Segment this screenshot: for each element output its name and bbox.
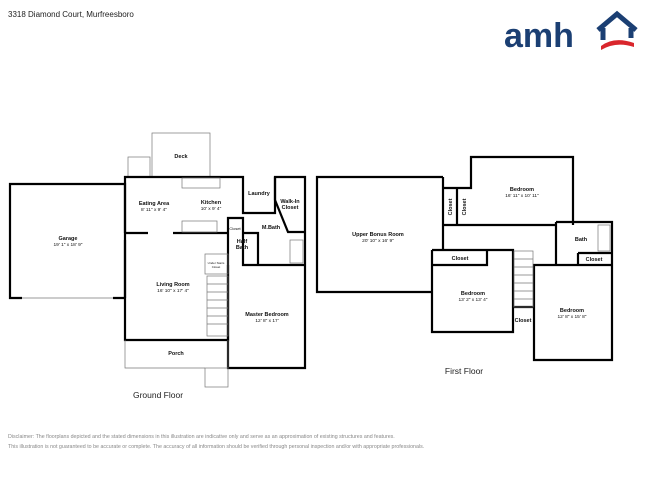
room-label: Bedroom <box>510 187 534 193</box>
room-label: Bedroom <box>560 308 584 314</box>
kitchen-range <box>181 220 218 233</box>
first-floor-stairs <box>513 250 534 308</box>
room-label: Closet <box>448 198 454 215</box>
room-label: Bedroom <box>461 291 485 297</box>
front-steps <box>204 367 229 388</box>
room-label: Walk-In <box>280 199 300 205</box>
floor-label: First Floor <box>445 366 483 376</box>
room-label: Deck <box>174 154 188 160</box>
floor-label: Ground Floor <box>133 390 183 400</box>
room-dims: 16' 11" x 10' 11" <box>505 193 539 199</box>
under-stairs-closet <box>204 253 229 275</box>
room-dims: 12' 8" x 15' 8" <box>558 314 587 320</box>
room-label: Closet <box>229 226 241 231</box>
room-dims: 8' 11" x 9' 4" <box>141 207 167 213</box>
interior-walls <box>123 177 305 342</box>
amh-logo: amh <box>504 10 638 52</box>
room-label: Eating Area <box>139 201 170 207</box>
upper-walls <box>441 155 575 250</box>
disclaimer-line-1: Disclaimer: The floorplans depicted and … <box>8 434 395 440</box>
ground-floor-plan: Deck Garage 19' 1" x 18' 9" Eating Area … <box>8 132 307 400</box>
room-label: Closet <box>462 198 468 215</box>
deck-steps <box>127 156 151 178</box>
master-bathtub <box>289 239 304 264</box>
room-label: Under Stairs <box>208 261 225 265</box>
room-label: Closet <box>586 257 603 263</box>
room-label: M.Bath <box>262 225 281 231</box>
room-label: Closet <box>282 205 299 211</box>
disclaimer-line-2: This illustration is not guaranteed to b… <box>8 444 425 450</box>
room-label: Closet <box>515 318 532 324</box>
room-label: Bath <box>236 245 249 251</box>
room-label: Laundry <box>248 191 271 197</box>
room-label: Master Bedroom <box>245 312 289 318</box>
bath-and-bedroom-walls <box>532 220 614 362</box>
room-dims: 19' 1" x 18' 9" <box>54 242 83 248</box>
room-label: Closet <box>212 265 221 269</box>
room-dims: 12' 8" x 17' <box>255 318 278 324</box>
room-label: Living Room <box>156 282 189 288</box>
property-address: 3318 Diamond Court, Murfreesboro <box>8 10 134 19</box>
room-dims: 20' 10" x 16' 9" <box>362 238 394 244</box>
first-floor-plan: Upper Bonus Room 20' 10" x 16' 9" Closet… <box>315 155 614 376</box>
room-label: Bath <box>575 237 588 243</box>
kitchen-counter <box>181 177 221 189</box>
bonus-room-walls <box>315 175 443 294</box>
room-label: Kitchen <box>201 200 222 206</box>
room-dims: 10' x 9' 4" <box>201 206 222 212</box>
room-dims: 16' 10" x 17' 4" <box>157 288 189 294</box>
ground-stairs <box>206 275 229 337</box>
svg-text:amh: amh <box>504 17 574 52</box>
room-label: Closet <box>452 256 469 262</box>
room-dims: 13' 2" x 13' 4" <box>459 297 488 303</box>
room-label: Half <box>237 239 248 245</box>
room-label: Porch <box>168 351 184 357</box>
porch-outline <box>124 340 229 369</box>
room-label: Upper Bonus Room <box>352 232 404 238</box>
bathtub <box>597 224 611 252</box>
room-label: Garage <box>59 236 78 242</box>
